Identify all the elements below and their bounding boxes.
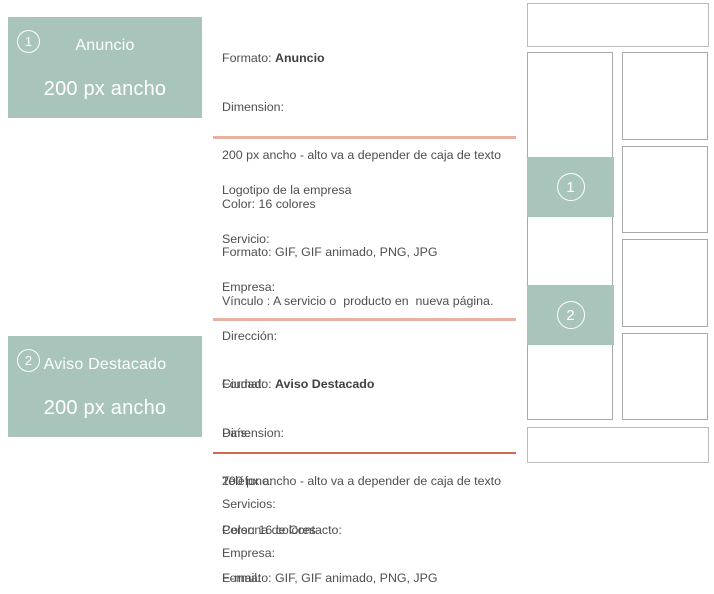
ad1-field-line: Empresa:	[222, 280, 276, 295]
wireframe-sidebar	[527, 52, 613, 420]
ad1-spec-line: Color: 16 colores	[222, 196, 316, 211]
ad2-spec-line: 200 px ancho - alto va a depender de caj…	[222, 474, 501, 489]
format-label: Formato:	[222, 51, 276, 66]
wireframe-ad1-badge: 1	[556, 173, 585, 201]
ad2-spec-line: Formato: GIF, GIF animado, PNG, JPG	[222, 571, 438, 586]
wireframe-footer-box	[527, 427, 709, 463]
wireframe-ad2-badge: 2	[556, 301, 585, 329]
divider-line-3	[213, 452, 516, 454]
ad2-preview-box: 2 Aviso Destacado 200 px ancho	[8, 336, 202, 437]
ad1-field-line: Teléfono:	[222, 474, 273, 489]
wireframe-ad2-slot: 2	[527, 285, 614, 345]
ad1-field-line: Persona de Contacto:	[222, 522, 342, 537]
divider-line-1	[213, 136, 516, 139]
ad1-field-line: E-mail:	[222, 571, 261, 586]
ad2-number-badge: 2	[17, 349, 40, 372]
format-value: Aviso Destacado	[275, 377, 375, 392]
ad2-title: Aviso Destacado	[43, 356, 167, 373]
ad1-field-line: Dirección:	[222, 328, 278, 343]
format-label: Formato:	[222, 377, 276, 392]
ad1-fields-block: Logotipo de la empresa Servicio: Empresa…	[222, 150, 522, 594]
ad2-spec-block: Formato: Aviso Destacado Dimension: 200 …	[222, 344, 522, 594]
wireframe-content-box-2	[622, 146, 708, 233]
ad1-spec-line: Formato: GIF, GIF animado, PNG, JPG	[222, 245, 438, 260]
wireframe-ad1-number: 1	[566, 178, 575, 196]
ad2-spec-line: Dimension:	[222, 425, 284, 440]
ad1-field-line: Ciudad:	[222, 377, 265, 392]
ad1-number-badge: 1	[17, 30, 40, 53]
ad2-spec-format-line: Formato: Aviso Destacado	[222, 376, 522, 392]
ad1-field-line: Logotipo de la empresa	[222, 183, 352, 198]
ad1-field-line: Servicio:	[222, 231, 270, 246]
ad2-fields-block: Servicios: Empresa: Ciudad: País: Teléfo…	[222, 464, 522, 594]
ad1-field-line: País:	[222, 425, 251, 440]
ad1-title: Anuncio	[75, 37, 135, 54]
wireframe-content-box-3	[622, 239, 708, 327]
ad1-spec-line: Vínculo : A servicio o producto en nueva…	[222, 293, 494, 308]
wireframe-content-box-1	[622, 52, 708, 140]
ad2-badge-number: 2	[24, 353, 33, 368]
ad2-spec-line: Color: 16 colores	[222, 522, 316, 537]
ad1-preview-box: 1 Anuncio 200 px ancho	[8, 17, 202, 118]
wireframe-header-box	[527, 3, 709, 47]
ad1-size-label: 200 px ancho	[43, 78, 167, 100]
divider-line-2	[213, 318, 516, 321]
ad2-field-line: Servicios:	[222, 497, 276, 512]
ad1-spec-line: Dimension:	[222, 99, 284, 114]
wireframe-ad1-slot: 1	[527, 157, 614, 217]
ad1-badge-number: 1	[24, 34, 33, 49]
wireframe-content-box-4	[622, 333, 708, 420]
ad2-size-label: 200 px ancho	[43, 397, 167, 419]
ad2-field-line: Empresa:	[222, 545, 276, 560]
ad1-spec-block: Formato: Anuncio Dimension: 200 px ancho…	[222, 18, 522, 341]
format-value: Anuncio	[275, 51, 325, 66]
wireframe-ad2-number: 2	[566, 306, 575, 324]
ad1-spec-format-line: Formato: Anuncio	[222, 50, 522, 66]
ad1-spec-line: 200 px ancho - alto va a depender de caj…	[222, 148, 501, 163]
